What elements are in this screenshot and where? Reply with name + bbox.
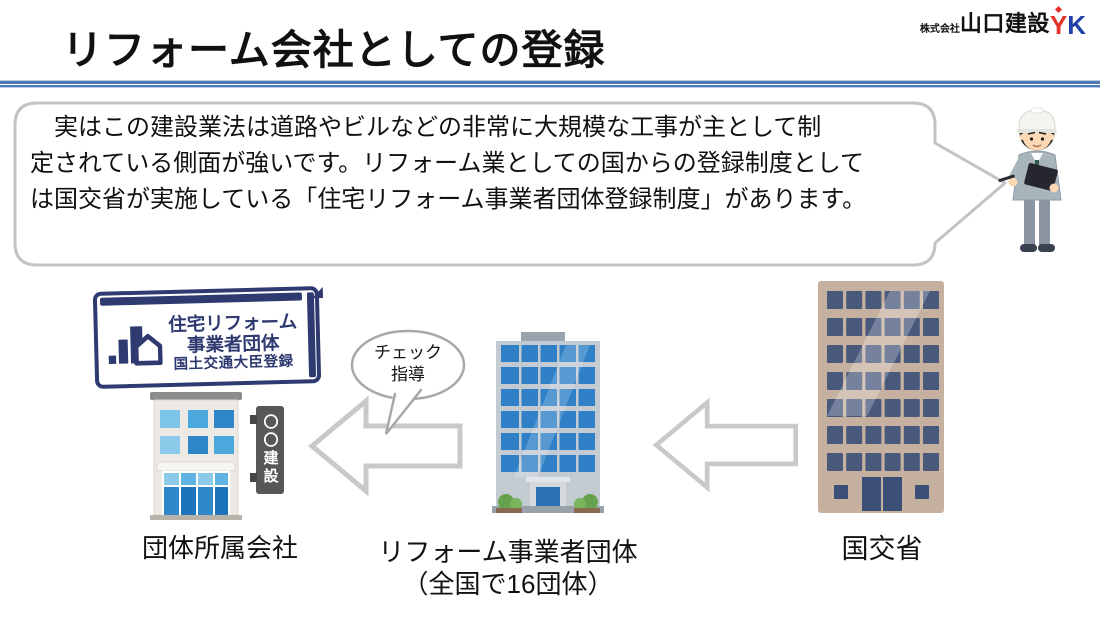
- badge-house-chart-icon: [108, 325, 163, 366]
- logo-company-name: 山口建設: [959, 11, 1050, 36]
- badge-line1: 住宅リフォーム: [167, 310, 298, 335]
- company-logo: 株式会社 山口建設 Y K: [919, 5, 1086, 40]
- association-label-main: リフォーム事業者団体: [378, 537, 638, 567]
- association-label: リフォーム事業者団体 （全国で16団体）: [368, 536, 648, 600]
- check-guidance-bubble-outline: [350, 329, 466, 436]
- logo-letter-k: K: [1067, 10, 1086, 40]
- title-divider-line: [0, 80, 1100, 88]
- company-sign: 〇〇建設: [250, 406, 284, 494]
- ministry-label: 国交省: [841, 534, 923, 564]
- association-label-sub: （全国で16団体）: [402, 569, 614, 599]
- association-building-icon: [492, 332, 604, 513]
- arrow-association-to-company: [308, 395, 463, 497]
- member-company-building-icon: [150, 392, 242, 520]
- logo-prefix: 株式会社: [919, 24, 960, 35]
- speech-bubble-outline: [13, 101, 1007, 267]
- badge-text: 住宅リフォーム 事業者団体 国土交通大臣登録: [163, 300, 317, 374]
- arrow-ministry-to-association: [652, 397, 799, 493]
- check-guidance-label: チェック 指導: [374, 343, 442, 384]
- badge-line3: 国土交通大臣登録: [173, 353, 294, 373]
- logo-letter-y: Y: [1050, 5, 1067, 38]
- registration-badge: 住宅リフォーム 事業者団体 国土交通大臣登録: [92, 286, 324, 389]
- speech-bubble-text: 実はこの建設業法は道路やビルなどの非常に大規模な工事が主として制 定されている側…: [30, 114, 867, 213]
- construction-worker-icon: [998, 107, 1062, 252]
- ministry-building-icon: [818, 281, 944, 513]
- badge-fold-corner: [311, 286, 324, 299]
- page-title: リフォーム会社としての登録: [62, 27, 606, 73]
- member-company-label: 団体所属会社: [141, 533, 298, 563]
